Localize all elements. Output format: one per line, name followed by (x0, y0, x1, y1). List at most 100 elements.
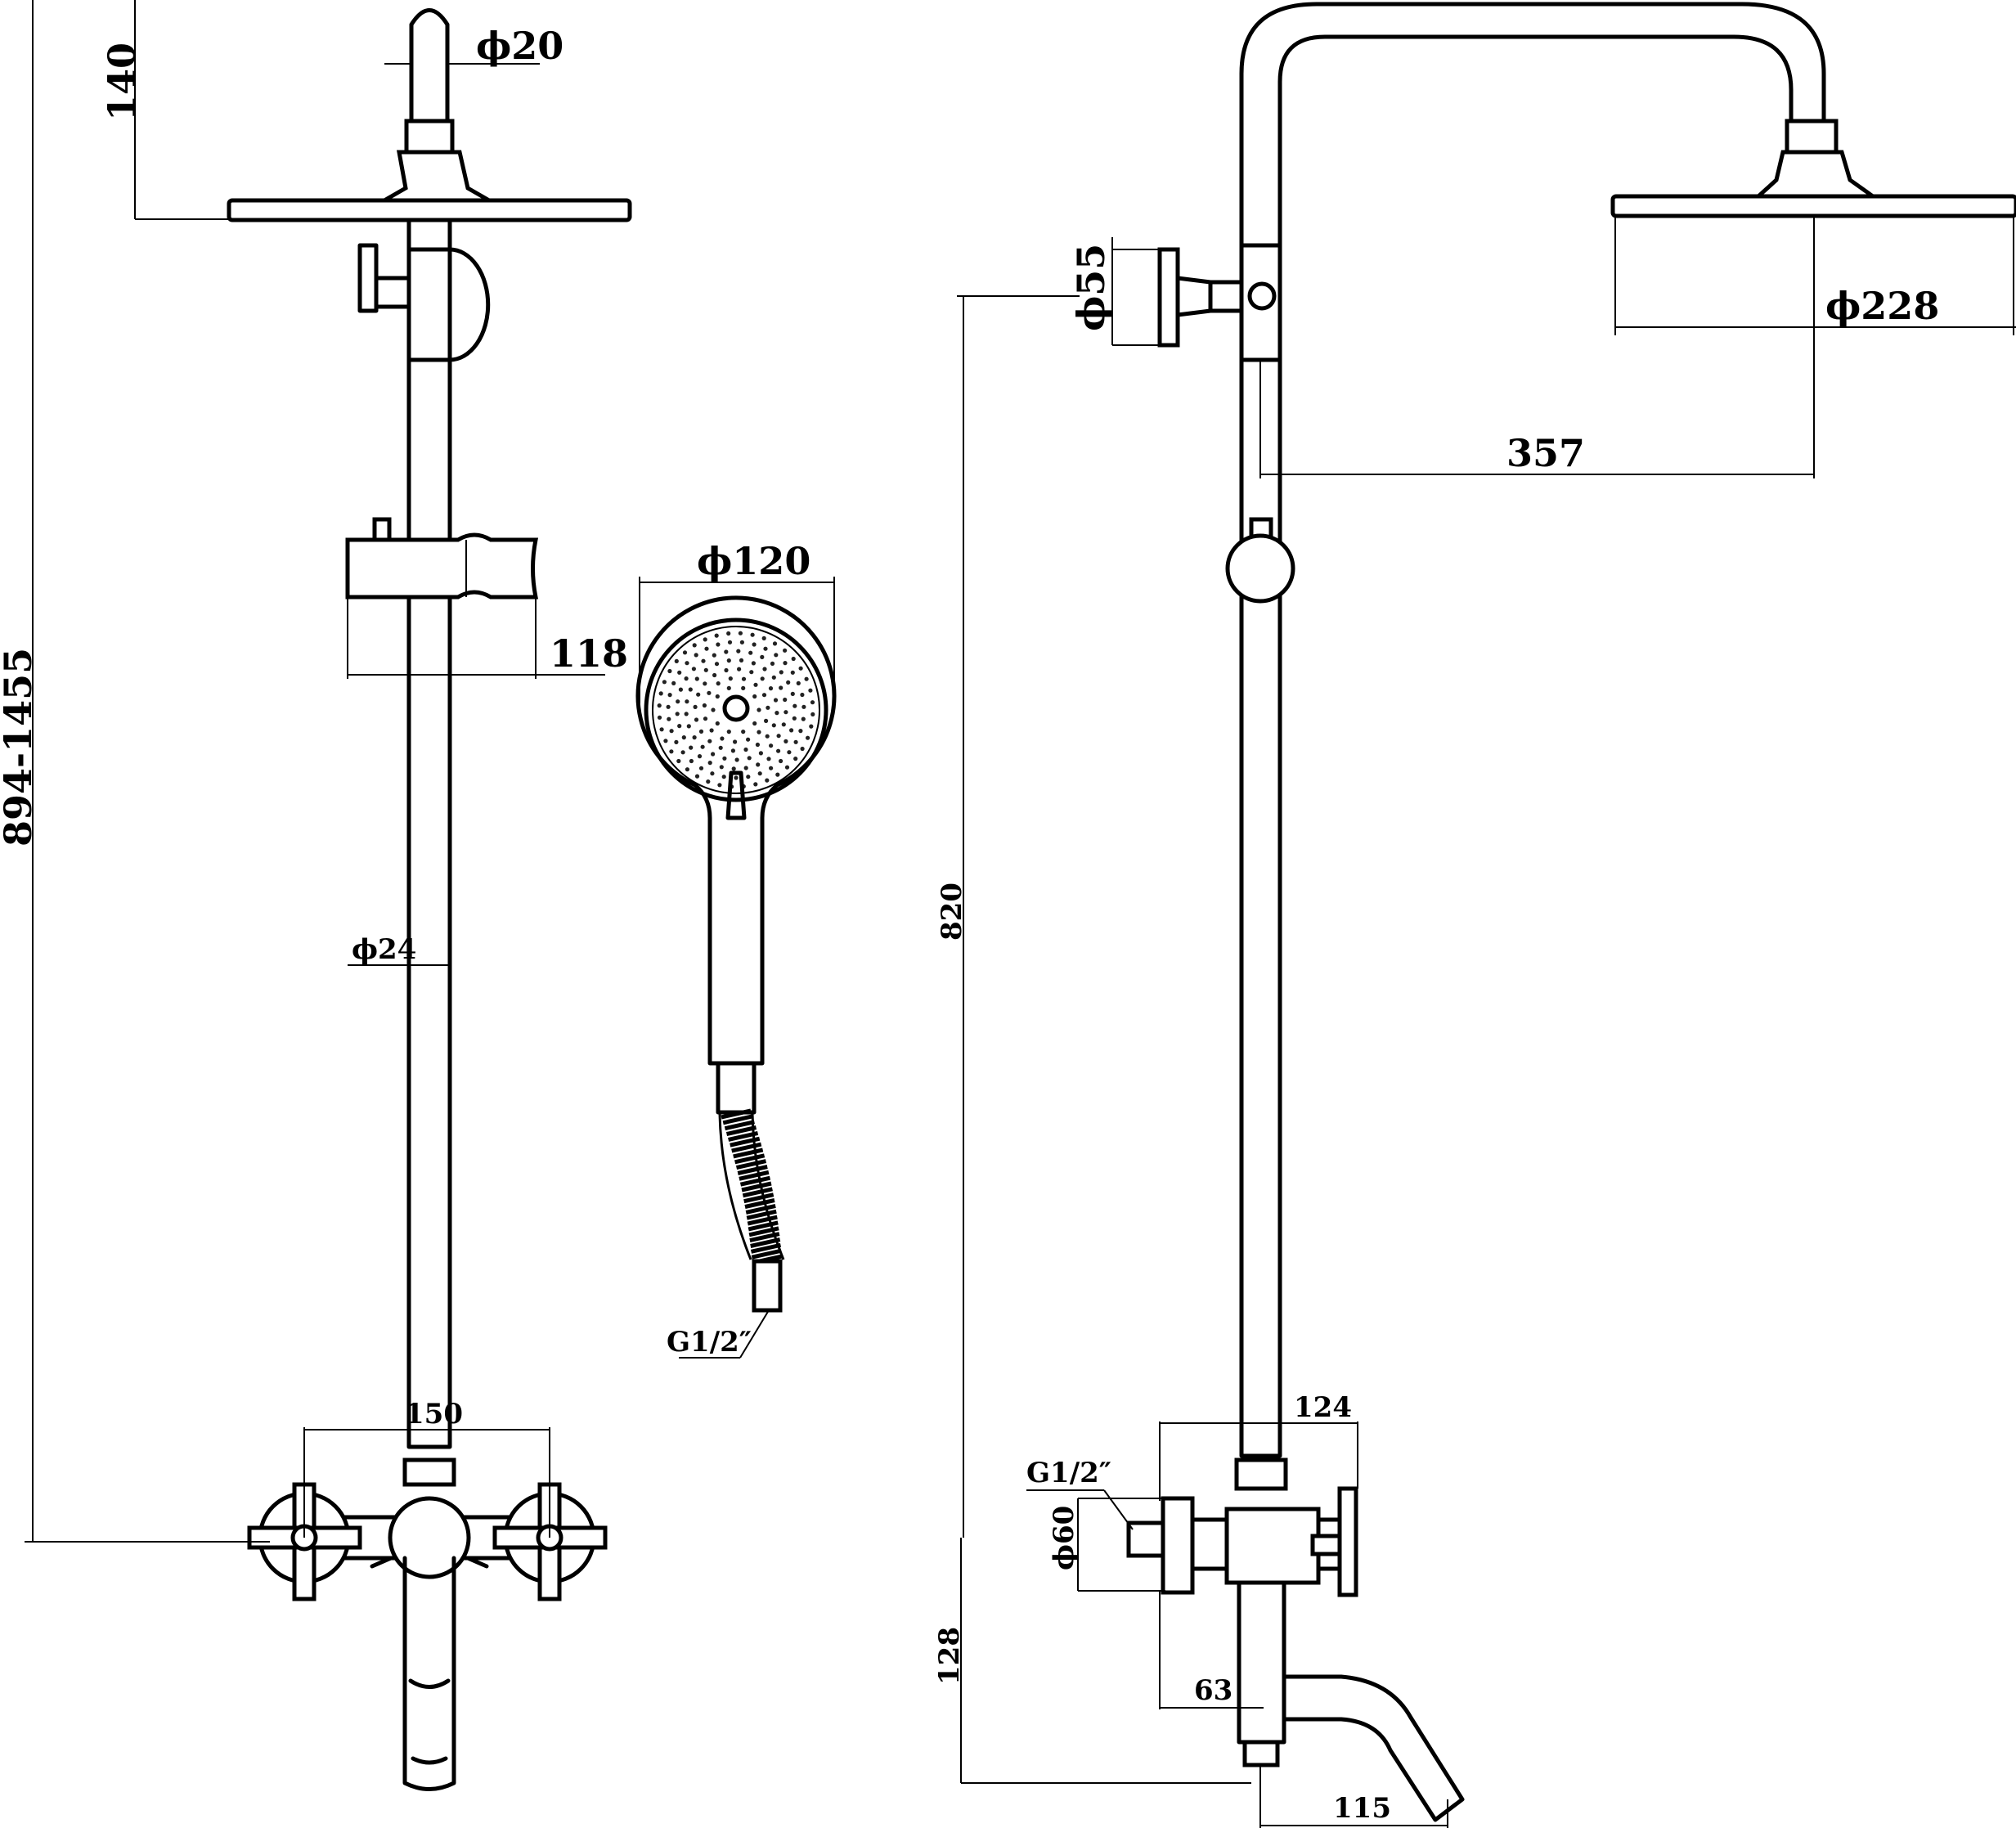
spray-nozzle (801, 716, 806, 721)
spray-nozzle (769, 766, 774, 770)
side-wall-flange (1157, 247, 1180, 348)
dim-bracket-diameter: ϕ55 (1069, 244, 1113, 331)
spray-nozzle (720, 736, 725, 741)
spray-nozzle (810, 700, 815, 705)
spray-nozzle (710, 771, 715, 776)
spray-nozzle (703, 681, 707, 686)
hose-coil (748, 1220, 779, 1232)
spray-nozzle (734, 775, 739, 780)
hose-coil (739, 1170, 770, 1181)
spray-nozzle (736, 649, 741, 653)
hand-shower-face-inner (652, 626, 820, 794)
front-arm-collar (404, 119, 455, 155)
spray-nozzle (728, 676, 733, 681)
spray-nozzle (784, 765, 790, 770)
spray-nozzle (800, 746, 805, 752)
hand-shower-cone (716, 1061, 757, 1115)
hand-shower-center (722, 694, 750, 722)
spray-nozzle (806, 735, 810, 740)
spray-nozzle (783, 697, 788, 703)
dim-mixer-spacing: 150 (405, 1398, 463, 1431)
spray-nozzle (711, 707, 716, 712)
spray-nozzle (669, 729, 674, 734)
spray-nozzle (680, 750, 685, 755)
spray-nozzle (681, 735, 686, 740)
spray-nozzle (662, 680, 667, 685)
spray-nozzle (702, 703, 707, 708)
hand-shower-outline (635, 595, 837, 1066)
spray-nozzles (657, 631, 815, 789)
side-head-connector (1753, 150, 1879, 199)
spray-nozzle (765, 778, 770, 783)
front-shower-head (227, 198, 632, 222)
spray-nozzle (776, 748, 781, 753)
spray-nozzle (709, 728, 714, 733)
dim-handshower-diameter: ϕ120 (697, 539, 810, 583)
hose-coil (751, 1248, 782, 1260)
spray-nozzle (747, 756, 752, 761)
hose-coil (724, 1120, 755, 1131)
hose-coil (737, 1165, 768, 1175)
spray-nozzle (761, 636, 766, 641)
spray-nozzle (712, 653, 716, 658)
dim-inlet-offset: 63 (1194, 1674, 1232, 1707)
front-shower-arm (409, 8, 450, 125)
dim-mixer-depth: 124 (1294, 1391, 1352, 1424)
dim-arm-diameter: ϕ20 (476, 24, 563, 68)
spray-nozzle (676, 758, 681, 764)
side-inlet-pipe (1126, 1520, 1165, 1558)
spray-nozzle (677, 724, 682, 729)
spray-nozzle (712, 672, 717, 678)
spray-nozzle (686, 724, 691, 729)
spray-nozzle (694, 676, 699, 681)
dim-rail-diameter: ϕ24 (352, 933, 416, 966)
spray-nozzle (733, 739, 738, 744)
spray-nozzle (776, 734, 781, 739)
spray-nozzle (674, 739, 679, 745)
spray-nozzle (757, 771, 762, 776)
spray-nozzle (657, 703, 662, 708)
spray-nozzle (726, 685, 731, 691)
spray-nozzle (761, 693, 767, 698)
spray-nozzle (793, 757, 798, 761)
spray-nozzle (790, 691, 795, 697)
spray-nozzle (694, 717, 699, 722)
spray-nozzle (719, 765, 724, 770)
side-mixer-collar (1234, 1457, 1288, 1491)
spray-nozzle (746, 775, 751, 779)
spray-nozzle (724, 649, 729, 654)
spray-nozzle (804, 676, 809, 681)
spray-nozzle (762, 667, 767, 671)
spray-nozzle (781, 722, 786, 727)
front-holder-button (372, 517, 392, 542)
front-diverter-dial (388, 1496, 471, 1579)
spray-nozzle (765, 734, 770, 739)
spray-nozzle (760, 654, 765, 660)
spray-nozzle (793, 739, 798, 744)
spray-nozzle (676, 699, 680, 704)
spray-nozzle (798, 729, 803, 734)
dim-spout-reach: 115 (1333, 1792, 1391, 1825)
spray-nozzle (703, 637, 707, 642)
spray-nozzle (766, 757, 771, 761)
spray-nozzle (722, 756, 727, 761)
spray-nozzle (801, 704, 806, 709)
spray-nozzle (789, 728, 794, 733)
spray-nozzle (714, 662, 720, 667)
spray-nozzle (675, 712, 680, 716)
hose-coil (742, 1187, 773, 1198)
spray-nozzle (768, 686, 774, 691)
spray-nozzle (775, 772, 780, 777)
spray-nozzle (792, 703, 797, 708)
spray-nozzle (774, 653, 779, 658)
spray-nozzle (800, 692, 805, 698)
spray-nozzle (682, 650, 688, 655)
spray-nozzle (791, 656, 796, 662)
hose-coil (739, 1175, 771, 1187)
hose-coil (721, 1108, 752, 1120)
side-arm-collar (1785, 119, 1839, 155)
hand-shower-dimensions: ϕ120 G1/2″ (639, 539, 835, 1359)
spray-nozzle (752, 694, 757, 699)
spray-nozzle (763, 646, 768, 651)
spray-nozzle (694, 774, 700, 779)
